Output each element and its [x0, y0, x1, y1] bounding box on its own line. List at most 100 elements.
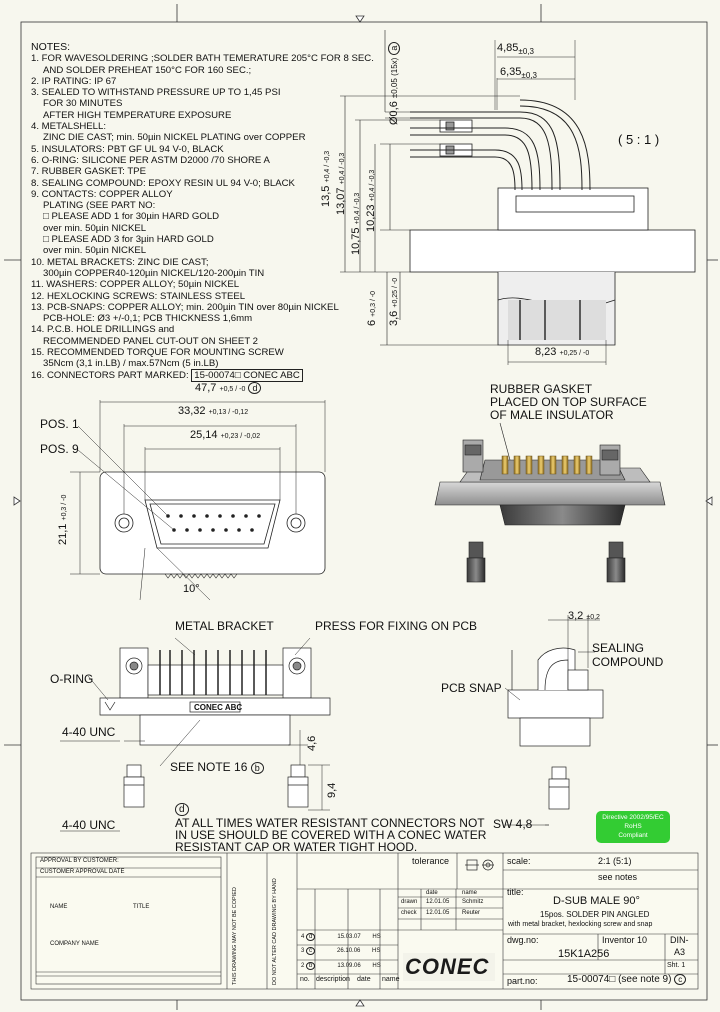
rohs-line-2: RoHS	[624, 823, 642, 830]
note-line: ZINC DIE CAST; min. 50µin NICKEL PLATING…	[43, 132, 306, 144]
scale-value: 2:1 (5:1)	[598, 856, 632, 866]
note-line: 10. METAL BRACKETS: ZINC DIE CAST;	[31, 256, 209, 268]
dim-6-35: 6,35±0,3	[500, 66, 537, 81]
warning-line-1: AT ALL TIMES WATER RESISTANT CONNECTORS …	[175, 816, 485, 830]
notes-block: NOTES: 1. FOR WAVESOLDERING ;SOLDER BATH…	[31, 41, 374, 382]
drawn-date: 12.01.05	[426, 899, 450, 905]
dim-6: 6 +0,3 / -0	[366, 290, 378, 326]
rev-name-header: name	[382, 976, 400, 983]
dim-10-75: 10,75 +0,4 / -0,3	[350, 192, 362, 255]
rubber-gasket-label-3: OF MALE INSULATOR	[490, 408, 614, 422]
part-no-label: part.no:	[507, 976, 538, 986]
front-view	[70, 400, 326, 601]
sealing-label-1: SEALING	[592, 641, 645, 655]
dim-3-2: 3,2 ±0,2	[568, 610, 600, 622]
warning-line-2: IN USE SHOULD BE COVERED WITH A CONEC WA…	[175, 828, 487, 842]
note-line: 8. SEALING COMPOUND: EPOXY RESIN UL 94 V…	[31, 177, 295, 189]
drawn-label: drawn	[401, 899, 418, 905]
rohs-badge: Directive 2002/95/EC RoHS Compliant	[596, 811, 670, 843]
note-line: 13. PCB-SNAPS: COPPER ALLOY; min. 200µin…	[31, 301, 339, 313]
side-view	[340, 30, 696, 365]
date-col-label: date	[426, 890, 438, 896]
tolerance-label: tolerance	[412, 856, 450, 866]
note-d-marker: d	[175, 803, 189, 816]
rohs-line-3: Compliant	[618, 832, 648, 839]
size-a3: A3	[674, 947, 686, 957]
note-a-badge: a	[388, 41, 400, 55]
note-line: 5. INSULATORS: PBT GF UL 94 V-0, BLACK	[31, 143, 224, 155]
note-line: □ PLEASE ADD 3 for 3µin HARD GOLD	[43, 234, 214, 246]
bottom-right-view	[504, 615, 604, 826]
note-line: 6. O-RING: SILICONE PER ASTM D2000 /70 S…	[31, 154, 270, 166]
note-line: 9. CONTACTS: COPPER ALLOY	[31, 188, 173, 200]
dwg-no-label: dwg.no:	[507, 935, 539, 945]
dim-21-1: 21,1 +0,3 / -0	[57, 494, 69, 545]
press-label: PRESS FOR FIXING ON PCB	[315, 619, 478, 633]
drawing-subtitle-2: with metal bracket, hexlocking screw and…	[508, 921, 653, 928]
note-c-badge: c	[674, 974, 687, 985]
dim-25-14: 25,14 +0,23 / -0,02	[190, 429, 261, 441]
note-b-badge: b	[250, 762, 264, 774]
name-col-label: name	[462, 890, 478, 896]
din-label: DIN-	[670, 935, 689, 945]
drawing-number: 15K1A256	[558, 948, 610, 960]
dim-47-7: 47,7 +0,5 / -0 d	[195, 382, 262, 394]
sheet-label: Sht. 1	[667, 962, 686, 969]
note-line: 4. METALSHELL:	[31, 121, 107, 133]
dim-9-4: 9,4	[326, 782, 338, 798]
scale-field-label: scale:	[507, 856, 531, 866]
part-marking: 15-00074□ CONEC ABC	[191, 368, 303, 382]
projection-icon	[465, 859, 494, 871]
title-field-label: TITLE	[133, 904, 150, 910]
title-field: title:	[507, 887, 524, 897]
check-date: 12.01.05	[426, 910, 450, 916]
drawn-name: Schmitz	[462, 899, 484, 905]
note-line: PCB-HOLE: Ø3 +/-0,1; PCB THICKNESS 1,6mm	[43, 313, 253, 325]
see-note-label: SEE NOTE 16 b	[170, 760, 264, 774]
border-ticks	[4, 4, 718, 1010]
rev-date-header: date	[357, 976, 371, 983]
drawing-subtitle: 15pos. SOLDER PIN ANGLED	[540, 910, 650, 919]
note-line: AND SOLDER PREHEAT 150°C FOR 160 SEC.;	[43, 64, 252, 76]
angle-10: 10°	[183, 583, 200, 595]
note-d-badge: d	[248, 382, 262, 394]
rubber-gasket-label-1: RUBBER GASKET	[490, 382, 593, 396]
note-line: over min. 50µin NICKEL	[43, 222, 147, 234]
note-line: over min. 50µin NICKEL	[43, 245, 147, 257]
note-line: 7. RUBBER GASKET: TPE	[31, 166, 146, 178]
inventor-label: Inventor 10	[602, 935, 648, 945]
check-name: Reuter	[462, 910, 481, 916]
unc-label-1: 4-40 UNC	[62, 725, 116, 739]
rev-no-header: no.	[300, 976, 310, 983]
dim-13-5: 13,5 +0,4 / -0,3	[320, 150, 332, 207]
dim-33-32: 33,32 +0,13 / -0,12	[178, 405, 249, 417]
rohs-line-1: Directive 2002/95/EC	[602, 814, 664, 821]
bottom-left-view	[60, 637, 331, 832]
note-line: 16. CONNECTORS PART MARKED: 15-00074□ CO…	[31, 368, 374, 382]
dim-4-6: 4,6	[306, 735, 318, 751]
title-block-grid	[30, 852, 699, 990]
connector-marking: CONEC ABC	[194, 703, 243, 712]
drawing-title: D-SUB MALE 90°	[553, 895, 640, 907]
sealing-label-2: COMPOUND	[592, 655, 664, 669]
name-field-label: NAME	[50, 904, 68, 910]
approval-heading: APPROVAL BY CUSTOMER:	[40, 858, 119, 864]
note-line: RECOMMENDED PANEL CUT-OUT ON SHEET 2	[43, 335, 259, 347]
dim-8-23: 8,23 +0,25 / -0	[535, 346, 590, 358]
see-notes-value: see notes	[598, 872, 638, 882]
dim-10-23: 10,23 +0,4 / -0,3	[365, 169, 377, 232]
sw-label: SW 4,8	[493, 817, 533, 831]
notes-heading: NOTES:	[31, 41, 71, 53]
unc-label-2: 4-40 UNC	[62, 818, 116, 832]
pcb-snap-label: PCB SNAP	[441, 681, 502, 695]
pos1-label: POS. 1	[40, 417, 79, 431]
rubber-gasket-label-2: PLACED ON TOP SURFACE	[490, 395, 647, 409]
warning-line-3: RESISTANT CAP OR WATER TIGHT HOOD.	[175, 840, 418, 854]
note-line: 11. WASHERS: COPPER ALLOY; 50µin NICKEL	[31, 279, 240, 291]
note-line: FOR 30 MINUTES	[43, 98, 123, 110]
note-line: 2. IP RATING: IP 67	[31, 75, 117, 87]
